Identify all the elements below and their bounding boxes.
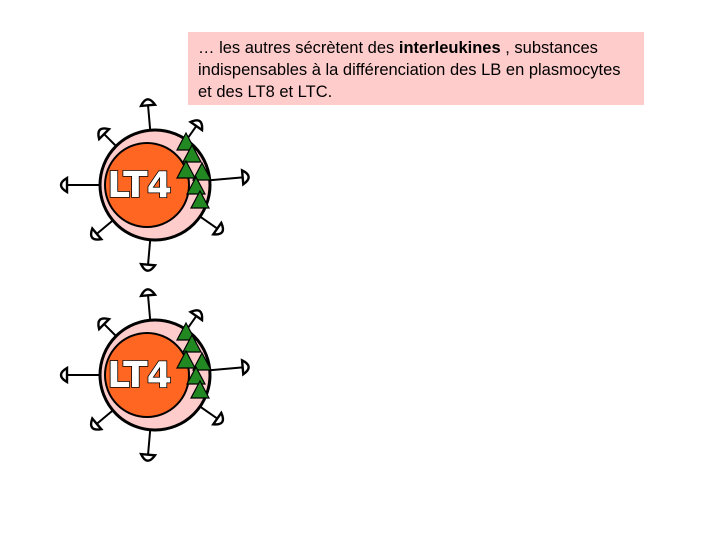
- receptor-stalk: [199, 405, 218, 420]
- interleukin-triangle: [186, 365, 206, 385]
- receptor-icon: [97, 317, 112, 332]
- receptor-stalk: [147, 295, 152, 321]
- receptor-icon: [240, 358, 250, 377]
- cell-nucleus: [104, 142, 190, 228]
- lt4-cell-top: LT4: [59, 98, 250, 272]
- interleukin-triangle: [176, 349, 196, 369]
- receptor-stalk: [103, 323, 117, 337]
- caption-text-start: … les autres sécrètent des: [198, 39, 399, 57]
- interleukin-triangle: [190, 189, 210, 209]
- caption-box: … les autres sécrètent des interleukines…: [188, 32, 644, 105]
- receptor-icon: [139, 452, 158, 462]
- receptor-stalk: [147, 429, 152, 455]
- receptor-icon: [89, 416, 104, 431]
- caption-text-end: , substances indispensables à la différe…: [198, 39, 621, 101]
- cell-label: LT4: [107, 165, 171, 206]
- receptor-icon: [211, 410, 225, 426]
- receptor-stalk: [199, 215, 218, 230]
- interleukin-triangle: [176, 159, 196, 179]
- receptor-icon: [59, 175, 69, 195]
- interleukin-triangle: [176, 131, 196, 151]
- receptor-icon: [139, 98, 158, 108]
- interleukin-triangle: [186, 175, 206, 195]
- interleukin-triangle: [176, 321, 196, 341]
- interleukin-triangle: [190, 379, 210, 399]
- receptor-icon: [240, 168, 250, 187]
- receptor-icon: [139, 288, 158, 298]
- receptor-icon: [89, 226, 104, 241]
- receptor-icon: [139, 262, 158, 272]
- receptor-icon: [97, 127, 112, 142]
- caption-keyword: interleukines: [398, 39, 501, 57]
- receptor-stalk: [103, 133, 117, 147]
- interleukin-triangle: [192, 351, 212, 371]
- receptor-stalk: [96, 409, 114, 425]
- receptor-icon: [188, 309, 204, 323]
- interleukin-triangle: [192, 161, 212, 181]
- receptor-stalk: [147, 105, 152, 131]
- lt4-cell-bottom: LT4: [59, 288, 250, 462]
- interleukin-triangle: [182, 333, 202, 353]
- interleukin-triangle: [182, 143, 202, 163]
- receptor-icon: [59, 365, 69, 385]
- receptor-icon: [188, 119, 204, 133]
- cell-nucleus: [104, 332, 190, 418]
- receptor-icon: [211, 220, 225, 236]
- receptor-stalk: [96, 219, 114, 235]
- receptor-stalk: [209, 176, 243, 182]
- cell-label: LT4: [107, 355, 171, 396]
- receptor-stalk: [147, 239, 152, 265]
- receptor-stalk: [209, 366, 243, 372]
